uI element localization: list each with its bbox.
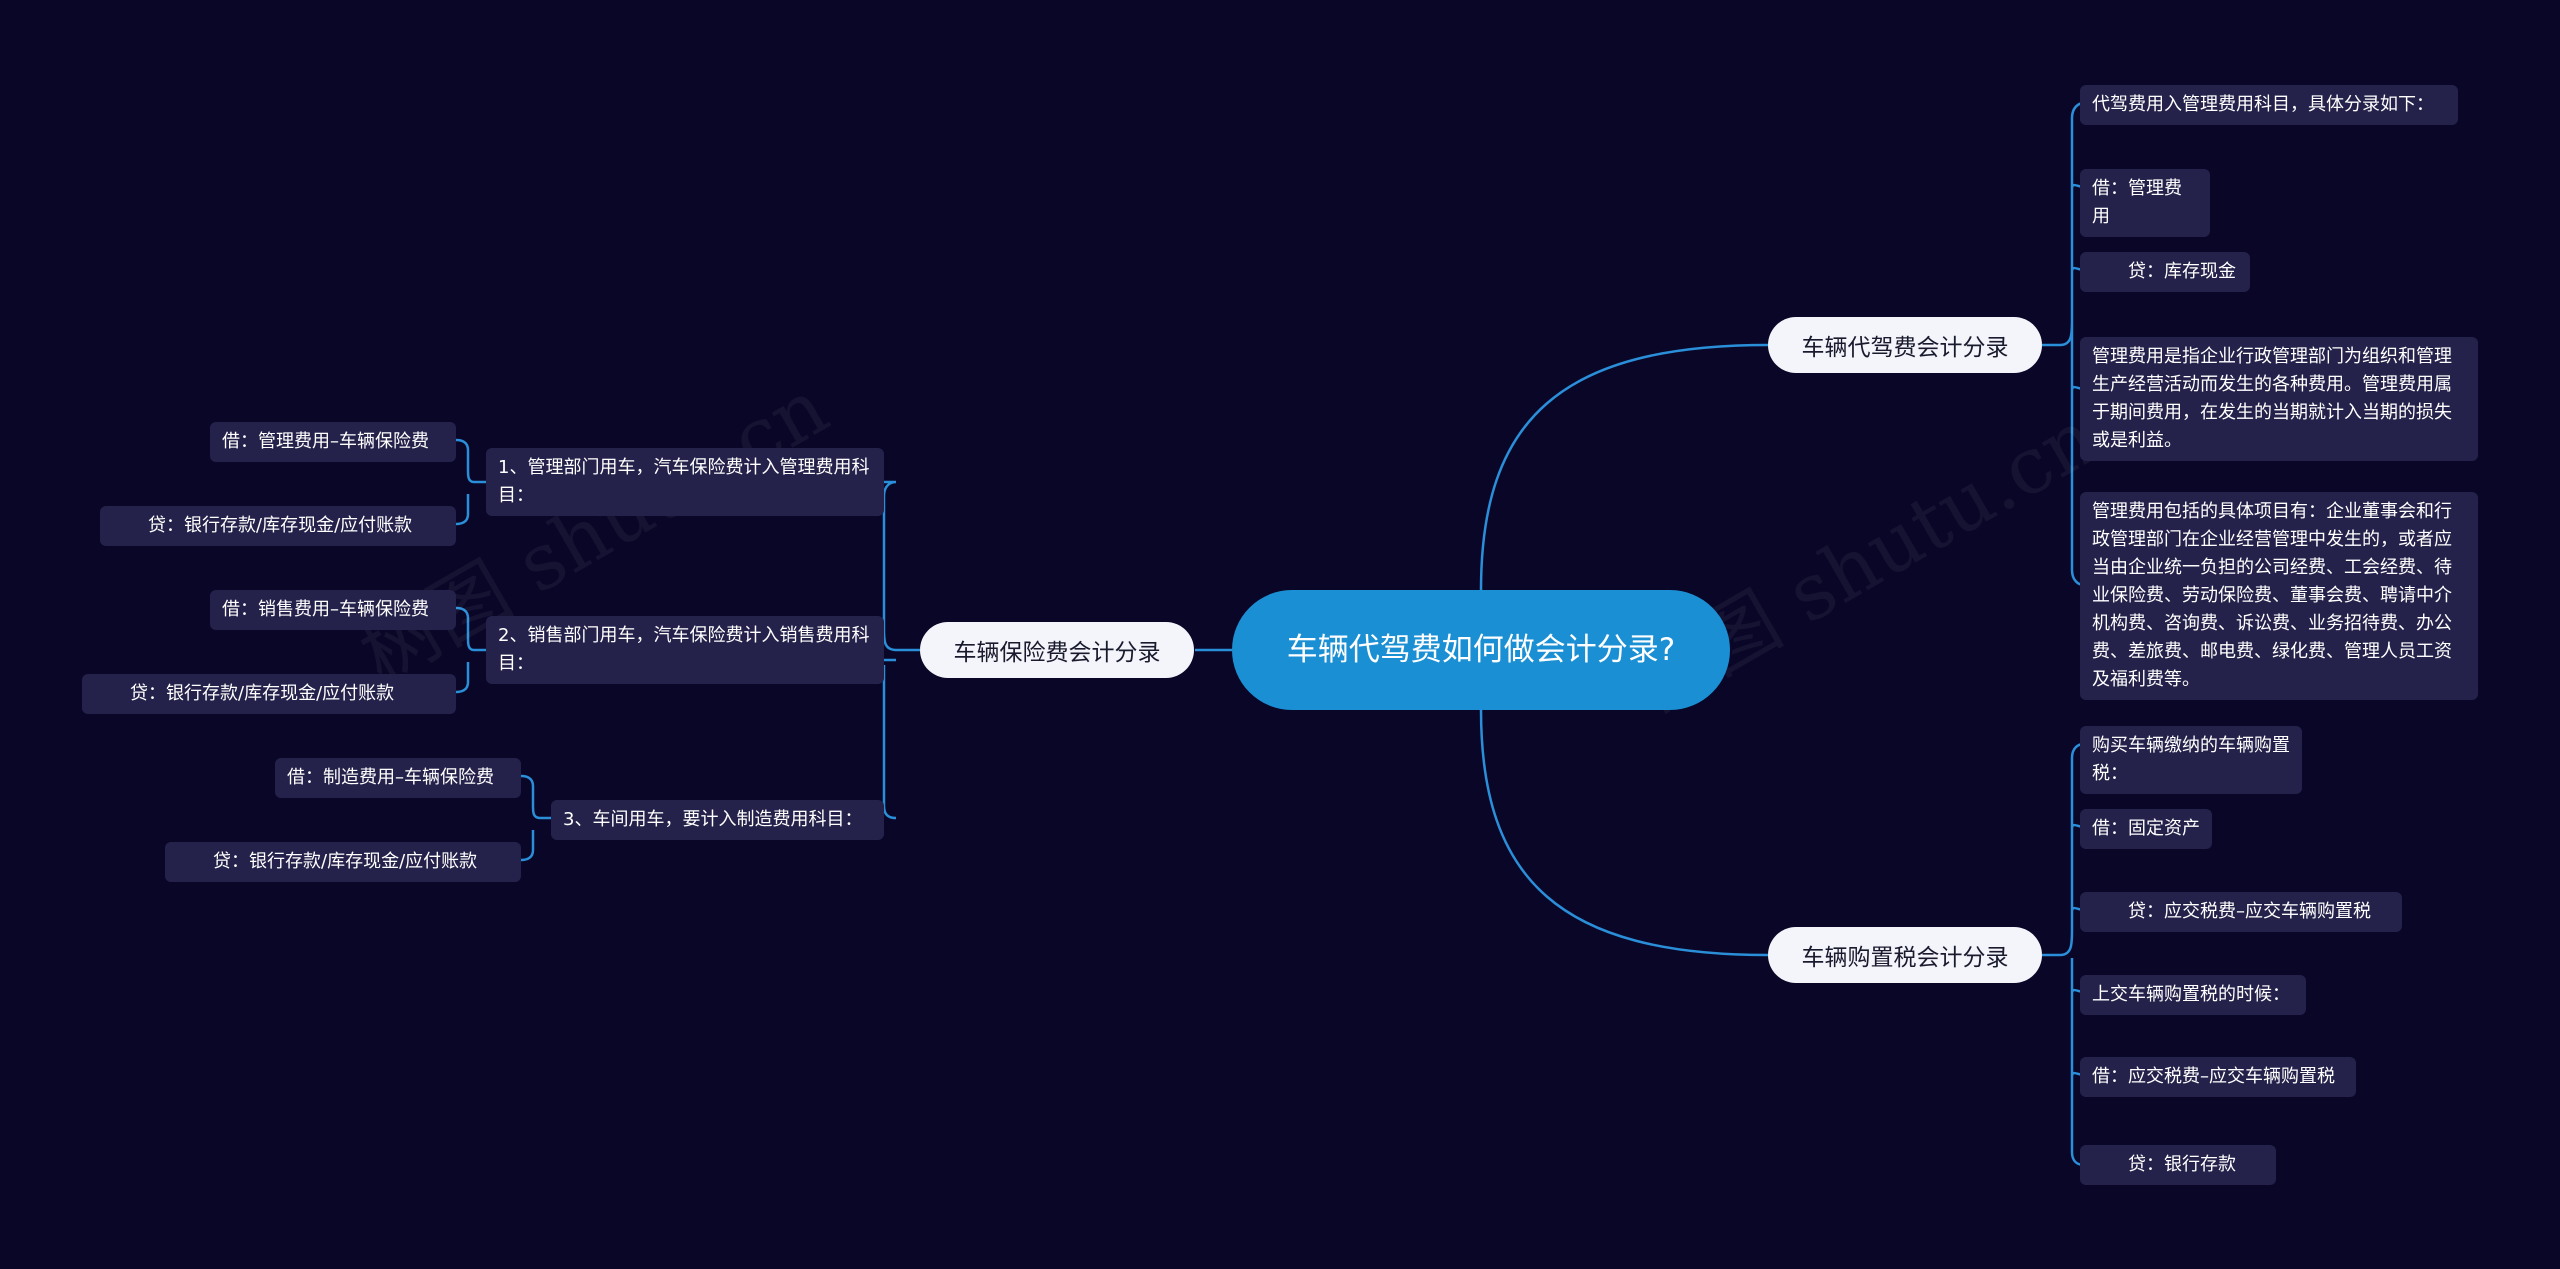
root-node[interactable]: 车辆代驾费如何做会计分录? [1232, 590, 1730, 710]
link-root-daijia [1479, 343, 1769, 591]
leaf-gouzhi-3[interactable]: 上交车辆购置税的时候： [2080, 975, 2306, 1015]
link-group1 [455, 438, 486, 526]
link-daijia-items [2042, 101, 2085, 587]
group-3-debit[interactable]: 借：制造费用–车辆保险费 [275, 758, 521, 798]
link-baoxian-groups [882, 480, 920, 820]
group-1-credit[interactable]: 贷：银行存款/库存现金/应付账款 [100, 506, 456, 546]
leaf-daijia-1[interactable]: 借：管理费用 [2080, 169, 2210, 237]
group-2-debit[interactable]: 借：销售费用–车辆保险费 [210, 590, 456, 630]
leaf-gouzhi-1[interactable]: 借：固定资产 [2080, 809, 2212, 849]
leaf-daijia-2[interactable]: 贷：库存现金 [2080, 252, 2250, 292]
link-group2 [455, 606, 486, 694]
link-gouzhi-items [2042, 742, 2085, 1167]
leaf-gouzhi-4[interactable]: 借：应交税费–应交车辆购置税 [2080, 1057, 2356, 1097]
branch-daijia[interactable]: 车辆代驾费会计分录 [1768, 317, 2042, 373]
leaf-gouzhi-0[interactable]: 购买车辆缴纳的车辆购置税： [2080, 726, 2302, 794]
link-group3 [520, 774, 551, 862]
branch-baoxian[interactable]: 车辆保险费会计分录 [920, 622, 1194, 678]
leaf-gouzhi-5[interactable]: 贷：银行存款 [2080, 1145, 2276, 1185]
leaf-daijia-0[interactable]: 代驾费用入管理费用科目，具体分录如下： [2080, 85, 2458, 125]
leaf-daijia-3[interactable]: 管理费用是指企业行政管理部门为组织和管理生产经营活动而发生的各种费用。管理费用属… [2080, 337, 2478, 461]
group-1-debit[interactable]: 借：管理费用–车辆保险费 [210, 422, 456, 462]
leaf-daijia-4[interactable]: 管理费用包括的具体项目有：企业董事会和行政管理部门在企业经营管理中发生的，或者应… [2080, 492, 2478, 700]
group-2-credit[interactable]: 贷：银行存款/库存现金/应付账款 [82, 674, 456, 714]
group-3-credit[interactable]: 贷：银行存款/库存现金/应付账款 [165, 842, 521, 882]
leaf-gouzhi-2[interactable]: 贷：应交税费–应交车辆购置税 [2080, 892, 2402, 932]
group-2[interactable]: 2、销售部门用车，汽车保险费计入销售费用科目： [486, 616, 884, 684]
group-3[interactable]: 3、车间用车，要计入制造费用科目： [551, 800, 884, 840]
branch-gouzhi[interactable]: 车辆购置税会计分录 [1768, 927, 2042, 983]
link-root-gouzhi [1479, 709, 1769, 957]
group-1[interactable]: 1、管理部门用车，汽车保险费计入管理费用科目： [486, 448, 884, 516]
